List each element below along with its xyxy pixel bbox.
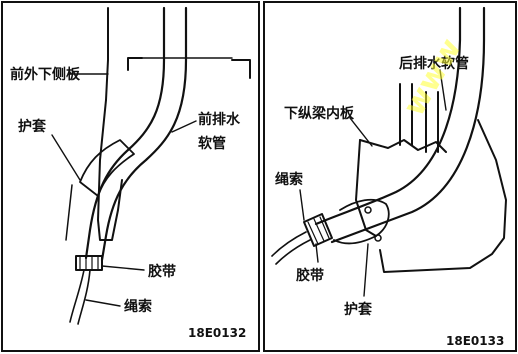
bracket-left [127,57,143,71]
label-front-drain-hose-line2: 软管 [198,135,226,152]
rear-drain-hose-outer [314,6,462,226]
right-panel-drawing [271,6,507,297]
drain-hose-outer [84,6,166,260]
label-rear-drain-hose: 后排水软管 [399,55,469,72]
label-cord-left: 绳索 [124,298,152,315]
cord-line [69,269,85,323]
left-panel-drawing [51,6,251,325]
right-panel-frame [263,1,517,352]
protective-sleeve-shape [79,139,135,197]
rear-drain-hose-inner [330,6,486,244]
leader-rear-hose [439,69,447,111]
figure-code-right: 18E0133 [446,334,504,348]
leader-sleeve [51,134,81,181]
protective-sleeve-right [333,198,390,245]
leader-sleeve-right [363,243,369,297]
bracket-right [231,59,251,79]
label-front-drain-hose-line1: 前排水 [198,111,241,128]
label-front-outer-lower-side-panel: 前外下侧板 [10,66,81,83]
cord-line-right [271,231,307,257]
figure-code-left: 18E0132 [188,326,246,340]
label-tape-right: 胶带 [296,267,324,284]
label-protective-sleeve-left: 护套 [18,118,46,135]
label-lower-longitudinal-beam-inner-panel: 下纵梁内板 [284,105,355,122]
leader-beam-panel [349,117,373,147]
beam-left-contour [355,139,377,237]
drain-hose-inner [100,6,188,262]
leader-cord [85,299,121,307]
beam-top-contour [359,139,447,153]
left-panel-frame [1,1,260,352]
side-panel-edge [105,7,109,101]
leader-tape [101,265,145,271]
tape-band-right [303,213,333,247]
tape-band [75,255,103,271]
leader-tape-right [315,243,319,263]
leader-cord-right [299,189,305,221]
label-protective-sleeve-right: 护套 [344,301,372,318]
label-cord-right: 绳索 [275,171,303,188]
label-tape-left: 胶带 [148,263,176,280]
leader-front-hose [171,120,197,133]
inner-panel-contour [97,99,123,241]
beam-lower-contour [379,119,507,273]
